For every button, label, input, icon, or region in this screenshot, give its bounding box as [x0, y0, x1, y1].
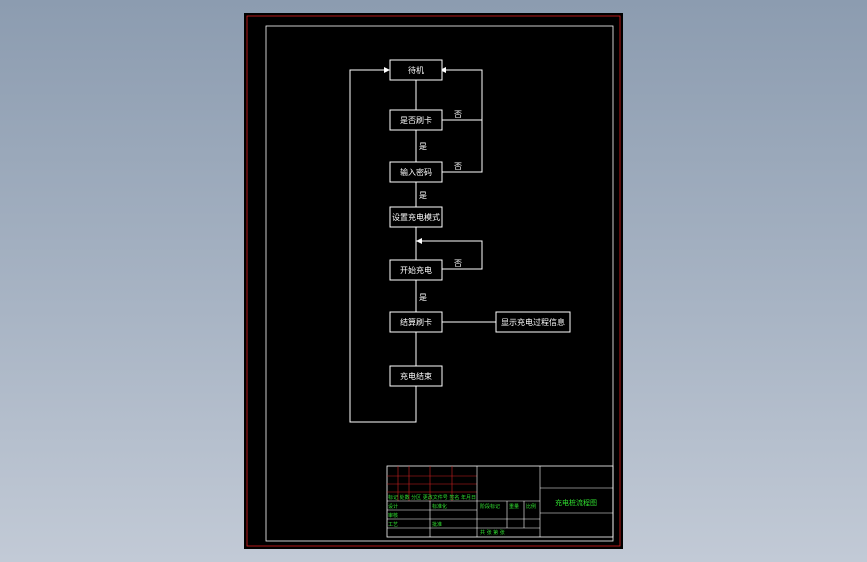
stage-mark-label: 阶段标记	[480, 503, 500, 510]
edge-label-no: 否	[454, 110, 462, 119]
node-settle-card: 结算刷卡	[389, 311, 443, 333]
node-charge-end: 充电结束	[389, 365, 443, 387]
designer-label: 设计	[388, 503, 398, 510]
svg-text:输入密码: 输入密码	[400, 167, 432, 177]
svg-text:结算刷卡: 结算刷卡	[400, 317, 432, 327]
edge-label-yes: 是	[419, 191, 427, 200]
scale-label: 比例	[526, 503, 536, 510]
weight-label: 重量	[509, 503, 519, 510]
svg-text:显示充电过程信息: 显示充电过程信息	[501, 317, 565, 327]
svg-text:开始充电: 开始充电	[400, 265, 432, 275]
outer-border	[246, 15, 621, 547]
node-standby: 待机	[389, 59, 443, 81]
node-display-info: 显示充电过程信息	[495, 311, 571, 333]
approve-label: 批准	[432, 521, 442, 528]
node-set-mode: 设置充电模式	[389, 206, 443, 228]
node-input-password: 输入密码	[389, 161, 443, 183]
connector-lines	[349, 67, 496, 423]
flowchart-canvas: 待机 是否刷卡 输入密码 设置充电模式 开始充电 结算刷卡 充电结束 显示充电过…	[246, 15, 621, 547]
title-block: 标记 处数 分区 更改文件号 签名 年月日 设计 审核 标准化 批准 工艺 阶段…	[386, 465, 614, 538]
svg-text:设置充电模式: 设置充电模式	[392, 212, 440, 222]
svg-text:待机: 待机	[408, 65, 424, 75]
checker-label: 审核	[388, 512, 398, 519]
edge-label-yes: 是	[419, 142, 427, 151]
drawing-title: 充电桩流程图	[555, 498, 597, 507]
edge-label-yes: 是	[419, 293, 427, 302]
sheet-count-label: 共 张 第 张	[480, 529, 505, 536]
revision-row-label: 标记 处数 分区 更改文件号 签名 年月日	[388, 494, 476, 501]
standard-label: 标准化	[432, 503, 447, 510]
node-start-charging: 开始充电	[389, 259, 443, 281]
node-card-check: 是否刷卡	[389, 109, 443, 131]
drawing-sheet: 待机 是否刷卡 输入密码 设置充电模式 开始充电 结算刷卡 充电结束 显示充电过…	[244, 13, 623, 549]
svg-text:是否刷卡: 是否刷卡	[400, 115, 432, 125]
edge-label-no: 否	[454, 259, 462, 268]
svg-text:充电结束: 充电结束	[400, 371, 432, 381]
edge-label-no: 否	[454, 162, 462, 171]
inner-frame	[265, 25, 614, 542]
process-label: 工艺	[388, 522, 398, 528]
